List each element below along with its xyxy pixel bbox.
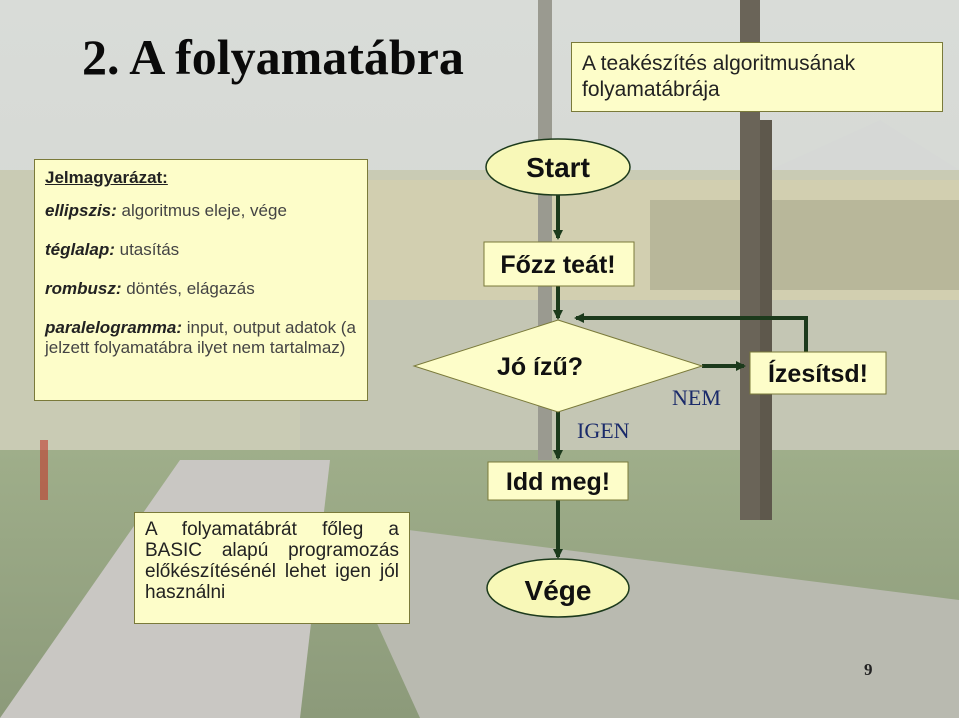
- legend-heading: Jelmagyarázat:: [45, 168, 168, 187]
- end-ellipse: [486, 558, 630, 618]
- no-action-rect: [749, 351, 887, 395]
- legend-desc: input, output adatok (a jelzett folyamat…: [45, 318, 356, 357]
- step1-rect: [483, 241, 635, 287]
- legend-desc: döntés, elágazás: [121, 279, 255, 298]
- start-label: Start: [526, 152, 590, 183]
- step2-rect: [487, 461, 629, 501]
- no-branch-label: NEM: [672, 385, 721, 410]
- legend-item-rectangle: téglalap: utasítás: [45, 240, 357, 260]
- subtitle-text: A teakészítés algoritmusának folyamatábr…: [582, 52, 856, 101]
- note-box: A folyamatábrát főleg a BASIC alapú prog…: [134, 512, 410, 624]
- end-label: Vége: [525, 575, 592, 606]
- legend-desc: algoritmus eleje, vége: [116, 201, 287, 220]
- legend-term: ellipszis:: [45, 201, 117, 220]
- page-title: 2. A folyamatábra: [82, 29, 464, 85]
- arrow-no-loop-back: [574, 313, 808, 352]
- decision-diamond: [412, 319, 704, 413]
- note-text: A folyamatábrát főleg a BASIC alapú prog…: [145, 519, 399, 603]
- legend-item-parallelogram: paralelogramma: input, output adatok (a …: [45, 318, 357, 358]
- step2-label: Idd meg!: [506, 468, 610, 496]
- step1-label: Főzz teát!: [500, 251, 615, 279]
- legend-item-diamond: rombusz: döntés, elágazás: [45, 279, 357, 299]
- no-action-label: Ízesítsd!: [768, 359, 868, 388]
- subtitle-box: A teakészítés algoritmusának folyamatábr…: [571, 42, 943, 112]
- legend-box: Jelmagyarázat: ellipszis: algoritmus ele…: [34, 159, 368, 401]
- start-ellipse: [485, 138, 631, 196]
- legend-term: rombusz:: [45, 279, 122, 298]
- legend-item-ellipse: ellipszis: algoritmus eleje, vége: [45, 201, 357, 221]
- page-number: 9: [864, 660, 873, 679]
- legend-desc: utasítás: [114, 240, 180, 259]
- decision-label: Jó ízű?: [497, 353, 583, 381]
- legend-term: paralelogramma:: [45, 318, 182, 337]
- yes-branch-label: IGEN: [577, 418, 630, 443]
- legend-term: téglalap:: [45, 240, 115, 259]
